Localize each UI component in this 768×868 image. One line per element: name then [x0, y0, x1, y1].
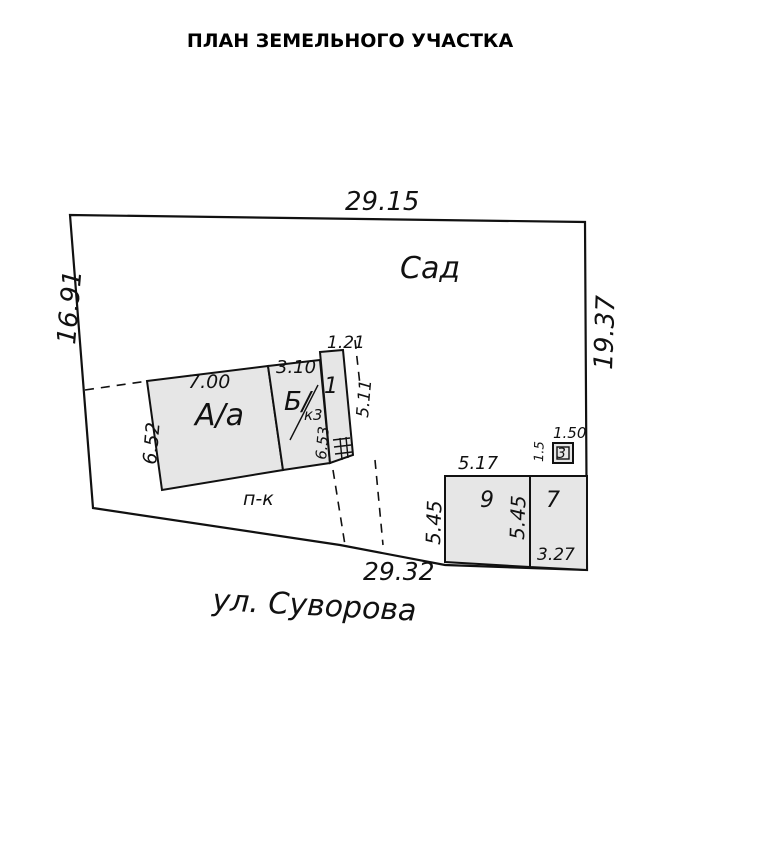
building-a-width: 6.52	[139, 421, 165, 465]
building-b-label: Б/	[284, 387, 314, 417]
dashed-line-2	[374, 459, 384, 546]
garden-label: Сад	[400, 251, 460, 286]
left-side-label: 16.91	[52, 269, 88, 346]
building-3-inner	[556, 446, 570, 460]
building-9-label: 9	[480, 488, 494, 513]
building-1-length: 1.21	[327, 333, 365, 353]
building-1-width: 5.11	[353, 379, 376, 418]
dashed-line-3	[354, 339, 361, 386]
building-3-width: 1.5	[532, 441, 548, 462]
plot-boundary	[68, 213, 589, 572]
building-1-label: 1	[324, 374, 338, 399]
building-b-extra: к3	[304, 406, 323, 424]
building-9-length: 5.17	[458, 453, 499, 474]
street-label: ул. Суворова	[211, 583, 418, 629]
dashed-line-1	[332, 469, 346, 546]
porch-label: п-к	[243, 488, 274, 510]
building-7-label: 7	[546, 488, 560, 513]
building-7	[529, 475, 588, 572]
building-7-length: 3.27	[537, 545, 575, 565]
top-side-label: 29.15	[345, 187, 419, 217]
building-3	[552, 442, 574, 464]
building-3-label: 3	[557, 446, 566, 462]
building-a-length: 7.00	[188, 371, 230, 393]
building-1	[318, 348, 355, 465]
steps	[332, 436, 353, 461]
building-3-length: 1.50	[553, 424, 586, 442]
building-b-diagonal	[289, 384, 319, 441]
building-9-width-right: 5.45	[505, 495, 531, 540]
bottom-side-label: 29.32	[363, 557, 435, 586]
dashed-line-left	[84, 380, 149, 391]
building-9-width-left: 5.45	[421, 500, 447, 545]
building-a-label: А/а	[193, 398, 244, 433]
building-b-width: 6.53	[312, 426, 333, 461]
building-b-length: 3.10	[276, 357, 316, 378]
page-title: ПЛАН ЗЕМЕЛЬНОГО УЧАСТКА	[186, 30, 514, 52]
right-side-label: 19.37	[589, 294, 622, 370]
